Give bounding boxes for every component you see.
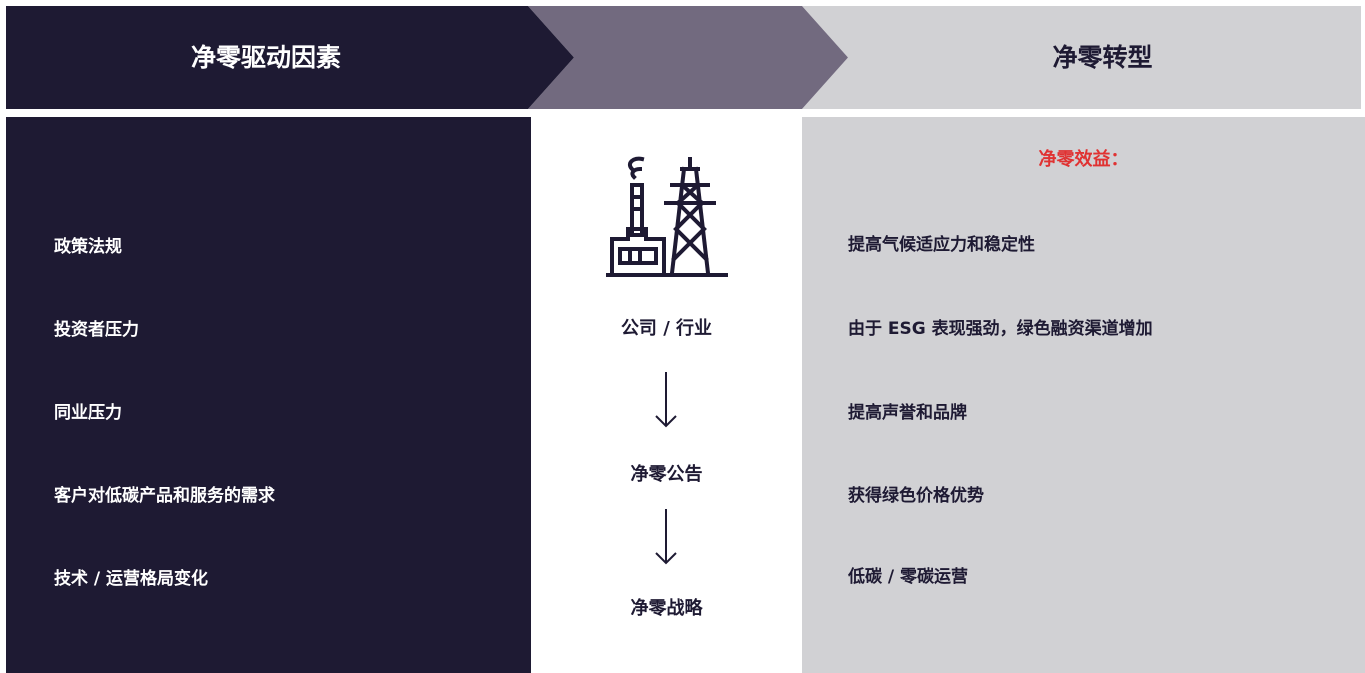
arrow-down-icon (651, 372, 681, 428)
process-panel: 公司 / 行业 净零公告 净零战略 (531, 117, 802, 673)
process-step-company: 公司 / 行业 (620, 318, 713, 339)
process-step-strategy: 净零战略 (630, 598, 703, 619)
banner-segment-left (6, 6, 574, 109)
benefits-panel: 净零效益： 提高气候适应力和稳定性 由于 ESG 表现强劲，绿色融资渠道增加 提… (802, 117, 1365, 673)
drivers-panel: 政策法规 投资者压力 同业压力 客户对低碳产品和服务的需求 技术 / 运营格局变… (6, 117, 531, 673)
banner-segment-middle (528, 6, 848, 109)
driver-item: 政策法规 (54, 237, 122, 257)
factory-power-tower-icon (606, 155, 728, 280)
banner-chevrons (6, 6, 1361, 109)
top-banner: 净零驱动因素 净零转型 (6, 6, 1361, 109)
benefit-item: 提高声誉和品牌 (848, 403, 967, 423)
driver-item: 投资者压力 (54, 320, 139, 340)
driver-item: 技术 / 运营格局变化 (54, 569, 209, 589)
driver-item: 同业压力 (54, 403, 122, 423)
benefits-heading: 净零效益： (1038, 149, 1129, 170)
benefit-item: 提高气候适应力和稳定性 (848, 235, 1035, 255)
transition-title: 净零转型 (1052, 43, 1153, 72)
driver-item: 客户对低碳产品和服务的需求 (54, 486, 275, 506)
benefit-item: 获得绿色价格优势 (848, 486, 984, 506)
benefit-item: 由于 ESG 表现强劲，绿色融资渠道增加 (848, 319, 1153, 339)
process-step-announcement: 净零公告 (630, 464, 703, 485)
arrow-down-icon (651, 509, 681, 565)
banner-segment-right (802, 6, 1361, 109)
benefit-item: 低碳 / 零碳运营 (848, 567, 969, 587)
drivers-title: 净零驱动因素 (190, 43, 341, 72)
